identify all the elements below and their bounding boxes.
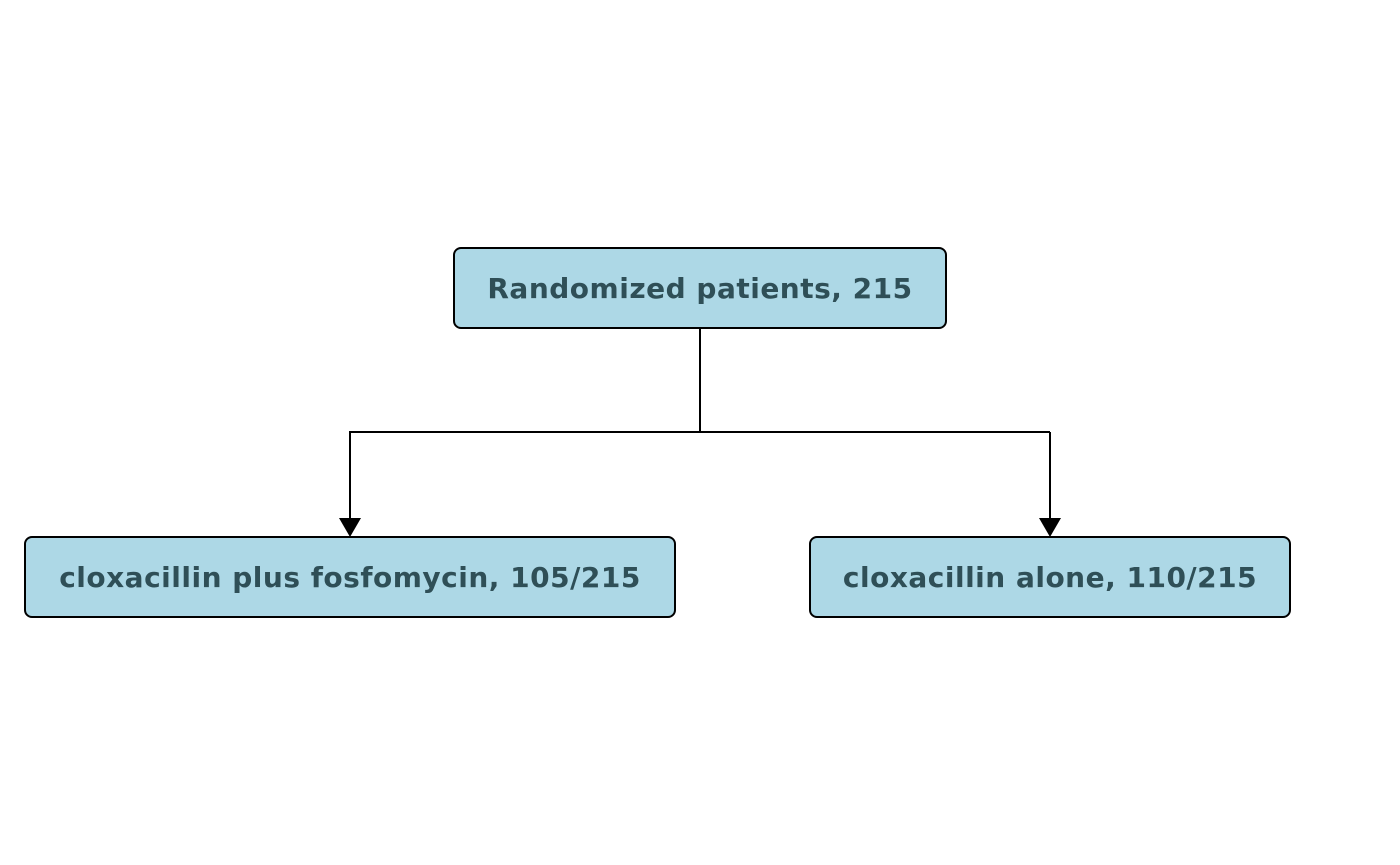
cloxacillin-plus-fosfomycin-box: cloxacillin plus fosfomycin, 105/215 (24, 536, 676, 618)
randomized-patients-label: Randomized patients, 215 (487, 271, 913, 305)
left-arrowhead (339, 518, 361, 537)
randomized-patients-box: Randomized patients, 215 (453, 247, 947, 329)
right-arrowhead (1039, 518, 1061, 537)
cloxacillin-alone-box: cloxacillin alone, 110/215 (809, 536, 1291, 618)
cloxacillin-plus-fosfomycin-label: cloxacillin plus fosfomycin, 105/215 (59, 560, 641, 594)
cloxacillin-alone-label: cloxacillin alone, 110/215 (842, 560, 1258, 594)
